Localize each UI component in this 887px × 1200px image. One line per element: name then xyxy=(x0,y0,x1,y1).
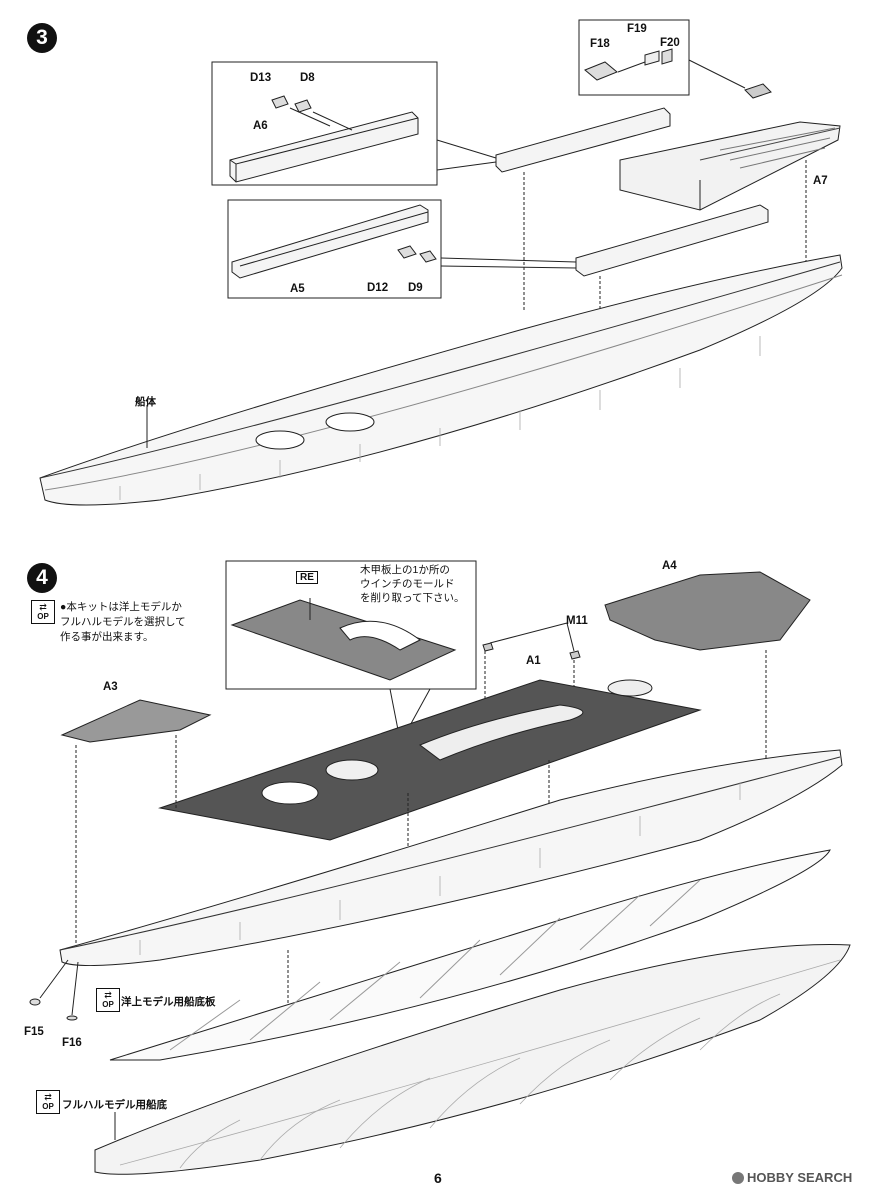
watermark-text: HOBBY SEARCH xyxy=(747,1170,853,1185)
fullhull-label: フルハルモデル用船底 xyxy=(62,1099,167,1111)
part-a6 xyxy=(495,107,671,173)
part-d9 xyxy=(419,250,437,263)
part-label-f20: F20 xyxy=(660,37,680,49)
part-label-f16: F16 xyxy=(62,1037,82,1049)
swap-icon: ⇄ xyxy=(104,990,112,1000)
option-icon: ⇄ OP xyxy=(31,600,55,624)
hull-label: 船体 xyxy=(135,396,156,408)
part-label-f19: F19 xyxy=(627,23,647,35)
part-f16 xyxy=(66,1015,78,1021)
part-label-d9: D9 xyxy=(408,282,423,294)
swap-icon: ⇄ xyxy=(44,1092,52,1102)
part-f18-small xyxy=(744,83,772,99)
part-d8 xyxy=(294,99,312,113)
re-note-line: を削り取って下さい。 xyxy=(360,592,465,604)
watermark: HOBBY SEARCH xyxy=(732,1170,852,1185)
part-label-d13: D13 xyxy=(250,72,272,84)
option-note-line: ●本キットは洋上モデルか xyxy=(60,601,182,613)
waterline-label: 洋上モデル用船底板 xyxy=(121,996,216,1008)
part-d12 xyxy=(397,245,417,259)
option-note: ●本キットは洋上モデルか フルハルモデルを選択して 作る事が出来ます。 xyxy=(60,600,186,645)
part-a5 xyxy=(575,204,769,277)
part-label-a7: A7 xyxy=(813,175,828,187)
re-note: 木甲板上の1か所の ウインチのモールド を削り取って下さい。 xyxy=(360,563,464,605)
part-a4 xyxy=(604,571,811,651)
page-number: 6 xyxy=(434,1170,442,1186)
option-note-line: フルハルモデルを選択して xyxy=(60,616,186,628)
option-note-line: 作る事が出来ます。 xyxy=(60,631,154,643)
step-3-number: 3 xyxy=(27,23,57,53)
part-label-a1: A1 xyxy=(526,655,541,667)
part-label-f18: F18 xyxy=(590,38,610,50)
part-label-a6: A6 xyxy=(253,120,268,132)
step-4-number: 4 xyxy=(27,563,57,593)
part-a5-in-box xyxy=(231,204,429,279)
option-icon: ⇄ OP xyxy=(96,988,120,1012)
re-note-line: ウインチのモールド xyxy=(360,578,455,590)
part-label-a4: A4 xyxy=(662,560,677,572)
part-label-m11: M11 xyxy=(566,615,588,627)
option-icon: ⇄ OP xyxy=(36,1090,60,1114)
part-label-d8: D8 xyxy=(300,72,315,84)
part-label-a3: A3 xyxy=(103,681,118,693)
part-label-a5: A5 xyxy=(290,283,305,295)
re-badge: RE xyxy=(296,571,318,584)
hobby-search-logo-icon xyxy=(732,1171,744,1184)
part-a3 xyxy=(60,699,212,743)
part-f15 xyxy=(29,998,41,1006)
part-label-f15: F15 xyxy=(24,1026,44,1038)
part-d13 xyxy=(271,95,289,109)
part-label-d12: D12 xyxy=(367,282,389,294)
hull-step3 xyxy=(39,254,843,506)
swap-icon: ⇄ xyxy=(39,602,47,612)
re-note-line: 木甲板上の1か所の xyxy=(360,564,450,576)
